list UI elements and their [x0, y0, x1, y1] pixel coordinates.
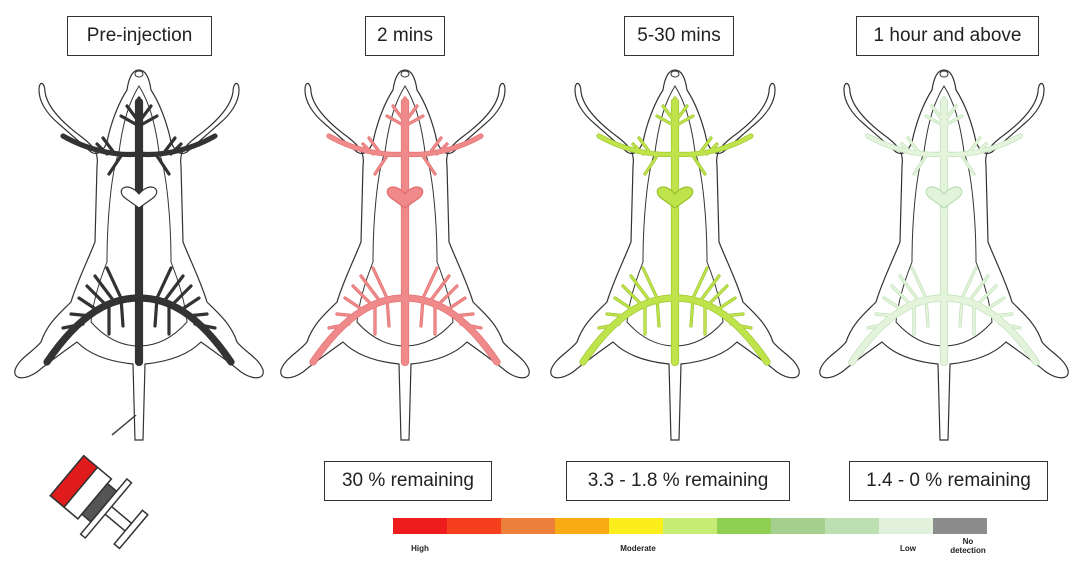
scale-label-high: High — [405, 544, 435, 553]
scale-segment — [393, 518, 447, 534]
scale-segment — [447, 518, 501, 534]
scale-label-no-detection: No detection — [948, 537, 988, 555]
mouse-diagram — [277, 62, 533, 448]
mouse-diagram — [816, 62, 1072, 448]
mouse-panel-5-30-mins — [547, 62, 803, 448]
mouse-panel-2-mins — [277, 62, 533, 448]
remaining-label-1-hour: 1.4 - 0 % remaining — [849, 461, 1048, 501]
scale-segment — [663, 518, 717, 534]
scale-segment — [555, 518, 609, 534]
stage-label-pre-injection: Pre-injection — [67, 16, 212, 56]
remaining-label-2-mins: 30 % remaining — [324, 461, 492, 501]
scale-segment — [771, 518, 825, 534]
remaining-label-5-30-mins: 3.3 - 1.8 % remaining — [566, 461, 790, 501]
mouse-panel-pre-injection — [11, 62, 267, 448]
stage-label-5-30-mins: 5-30 mins — [624, 16, 734, 56]
stage-label-1-hour: 1 hour and above — [856, 16, 1039, 56]
scale-segment — [825, 518, 879, 534]
scale-segment — [501, 518, 555, 534]
scale-segment — [879, 518, 933, 534]
scale-label-low: Low — [893, 544, 923, 553]
syringe-icon — [30, 415, 150, 561]
scale-segment — [717, 518, 771, 534]
mouse-diagram — [11, 62, 267, 448]
scale-segment — [933, 518, 987, 534]
scale-label-moderate: Moderate — [608, 544, 668, 553]
mouse-diagram — [547, 62, 803, 448]
mouse-panel-1-hour — [816, 62, 1072, 448]
stage-label-2-mins: 2 mins — [365, 16, 445, 56]
detection-color-scale — [393, 518, 987, 534]
scale-segment — [609, 518, 663, 534]
